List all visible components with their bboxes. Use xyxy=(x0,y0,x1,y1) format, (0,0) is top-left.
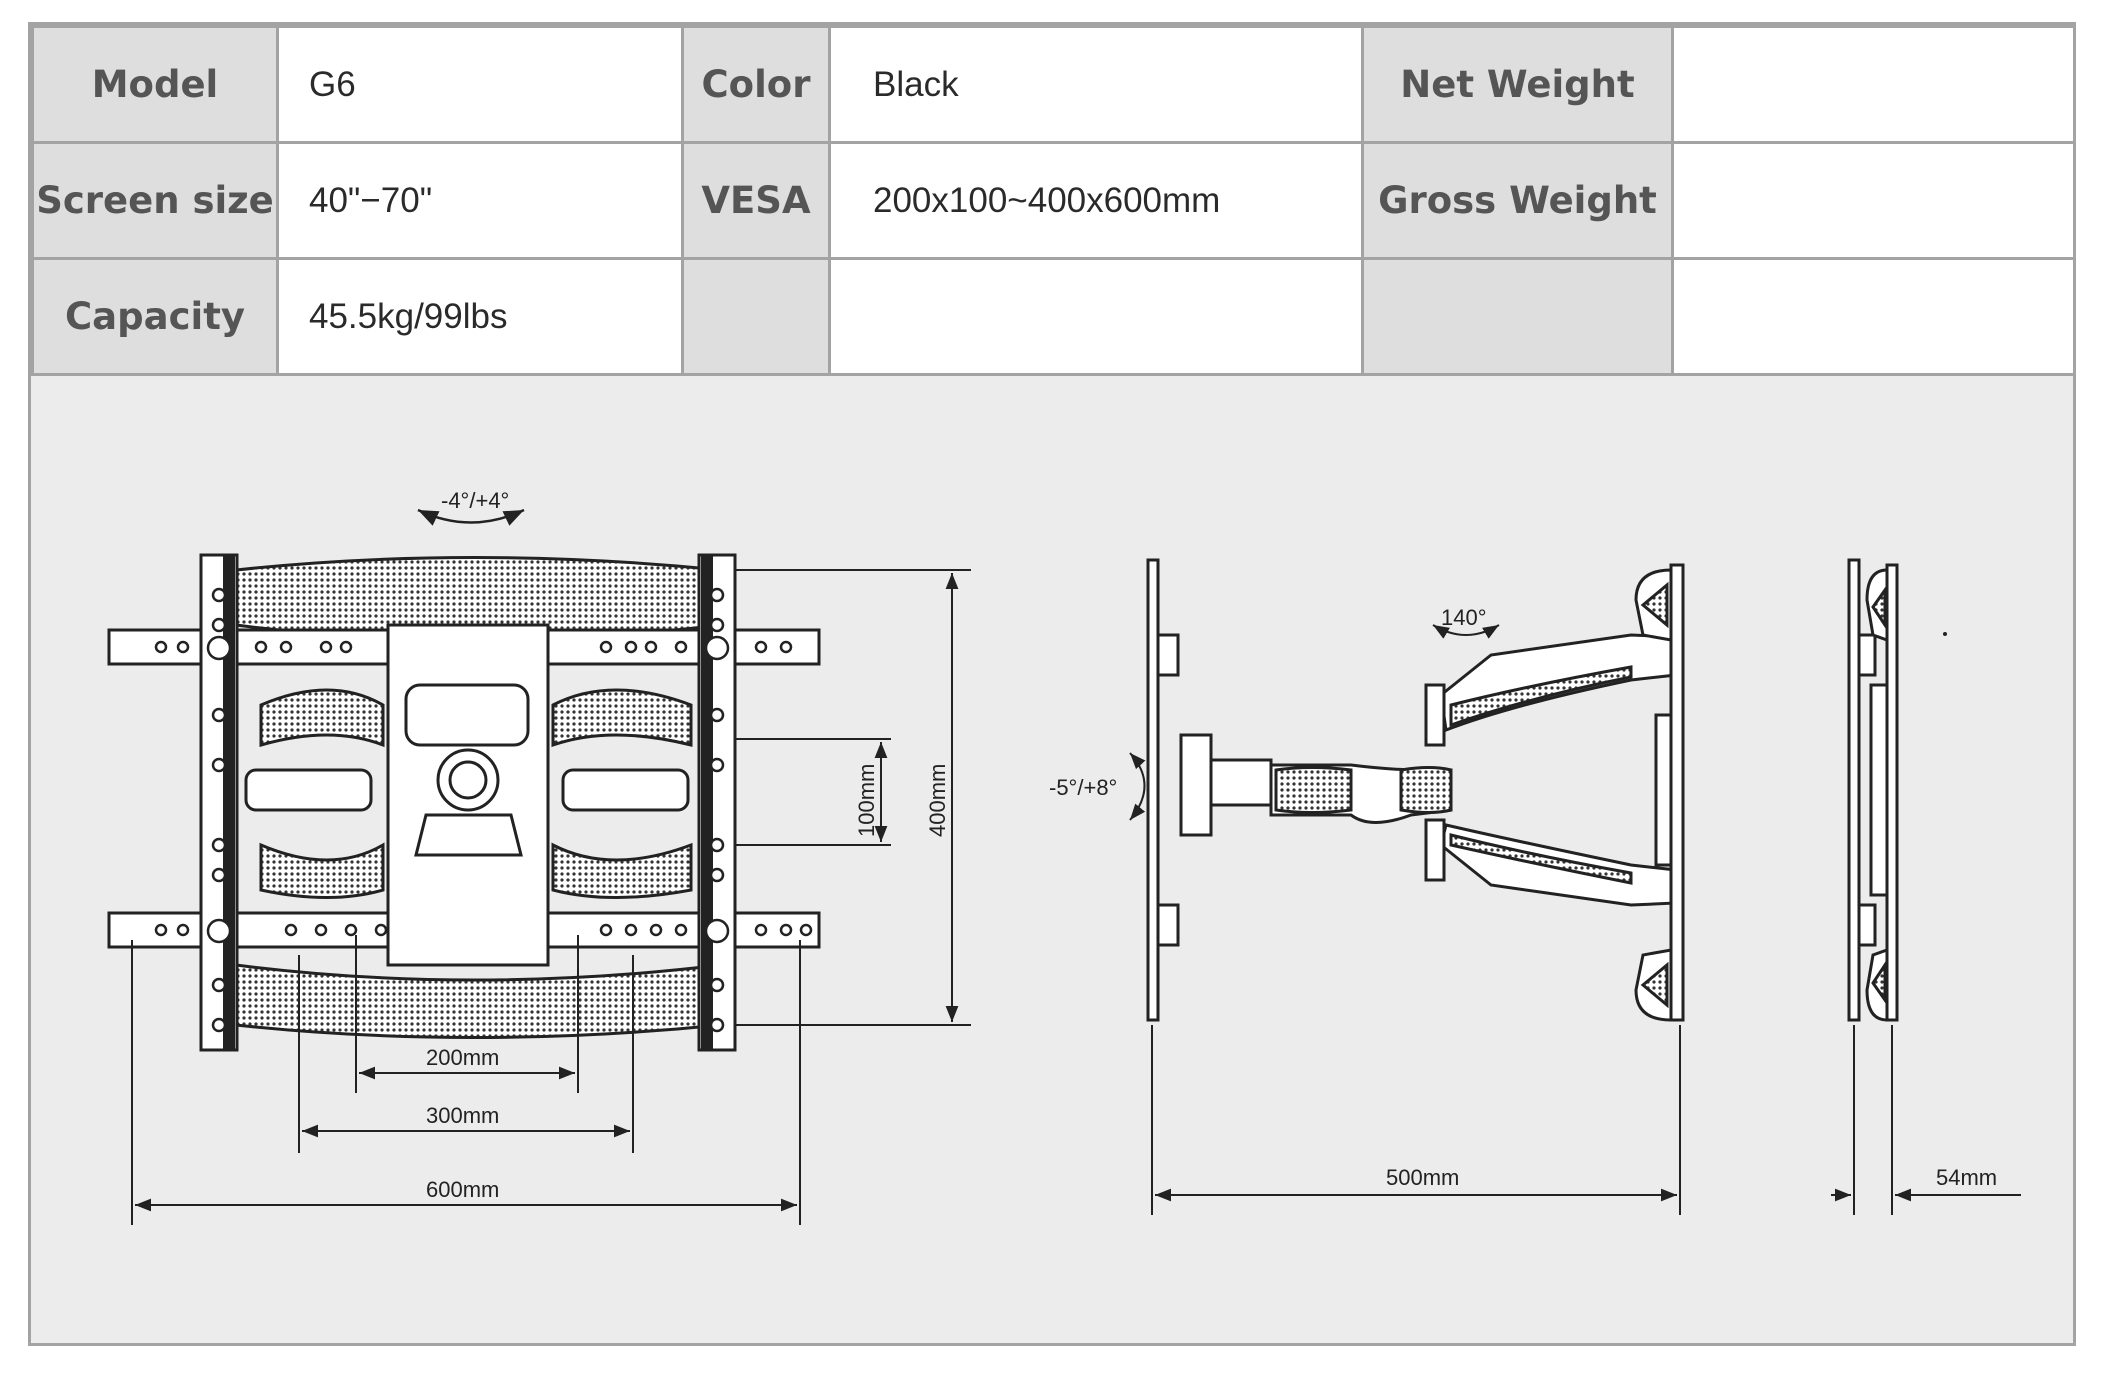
screen-size-value: 40"−70" xyxy=(276,141,684,260)
dim-500-label: 500mm xyxy=(1386,1165,1459,1190)
capacity-value: 45.5kg/99lbs xyxy=(276,257,684,376)
table-row: Capacity 45.5kg/99lbs xyxy=(31,257,2076,376)
model-label: Model xyxy=(31,25,279,144)
tilt-arc-icon xyxy=(1129,752,1146,821)
vesa-value: 200x100~400x600mm xyxy=(828,141,1364,260)
dim-600-label: 600mm xyxy=(426,1177,499,1202)
dim-54-label: 54mm xyxy=(1936,1165,1997,1190)
side-tilt-label: -5°/+8° xyxy=(1049,775,1117,800)
swivel-label: 140° xyxy=(1441,605,1487,630)
gross-weight-label: Gross Weight xyxy=(1361,141,1674,260)
color-label: Color xyxy=(681,25,831,144)
screen-size-label: Screen size xyxy=(31,141,279,260)
front-view xyxy=(107,508,821,1052)
table-row: Model G6 Color Black Net Weight xyxy=(31,25,2076,144)
side-dimensions xyxy=(1129,624,1681,1215)
net-weight-value xyxy=(1671,25,2076,144)
tilt-arc-icon xyxy=(417,508,525,526)
dim-300-label: 300mm xyxy=(426,1103,499,1128)
dim-200-label: 200mm xyxy=(426,1045,499,1070)
gross-weight-value xyxy=(1671,141,2076,260)
vesa-label: VESA xyxy=(681,141,831,260)
table-row: Screen size 40"−70" VESA 200x100~400x600… xyxy=(31,141,2076,260)
color-value: Black xyxy=(828,25,1364,144)
swivel-arc-icon xyxy=(1432,624,1500,639)
side-view xyxy=(1146,558,1685,1022)
dot xyxy=(1943,632,1947,636)
empty-label-cell xyxy=(1361,257,1674,376)
profile-view xyxy=(1847,558,1899,1022)
profile-dimensions xyxy=(1831,1025,2021,1215)
net-weight-label: Net Weight xyxy=(1361,25,1674,144)
dim-400-label: 400mm xyxy=(925,764,950,837)
front-tilt-label: -4°/+4° xyxy=(441,488,509,513)
front-dimensions xyxy=(131,569,971,1225)
model-value: G6 xyxy=(276,25,684,144)
dim-100-label: 100mm xyxy=(854,764,879,837)
capacity-label: Capacity xyxy=(31,257,279,376)
spec-table: Model G6 Color Black Net Weight Screen s… xyxy=(31,25,2076,376)
empty-value-cell xyxy=(1671,257,2076,376)
empty-label-cell xyxy=(681,257,831,376)
empty-value-cell xyxy=(828,257,1364,376)
technical-drawing: -4°/+4° 100mm 400mm 200mm 300mm 600mm xyxy=(107,488,2021,1225)
spec-sheet: Model G6 Color Black Net Weight Screen s… xyxy=(28,22,2076,1346)
